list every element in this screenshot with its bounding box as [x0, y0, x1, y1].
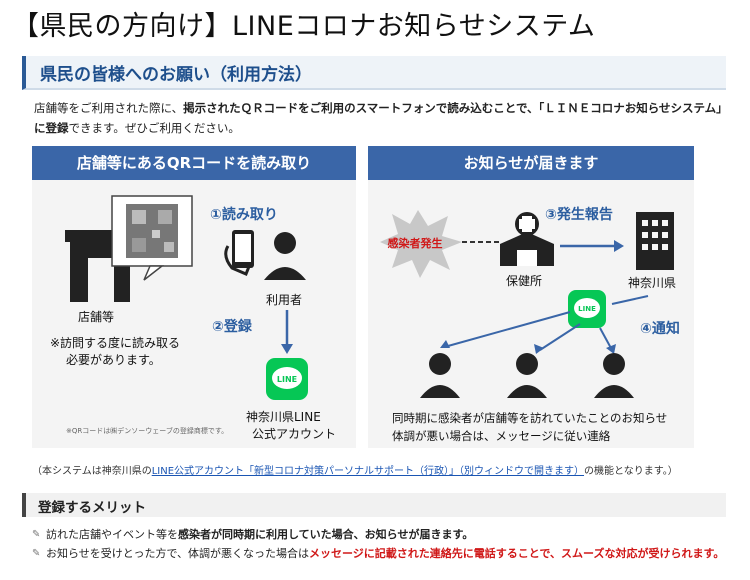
infection-burst-icon [380, 210, 462, 278]
merit-2-text-b: メッセージに記載された連絡先に電話することで、スムーズな対応が受けられます。 [309, 547, 725, 560]
intro-paragraph: 店舗等をご利用された際に、掲示されたＱＲコードをご利用のスマートフォンで読み込む… [34, 98, 724, 138]
footnote-prefix: （本システムは神奈川県の [32, 466, 152, 477]
notice-line-2: 体調が悪い場合は、メッセージに従い連絡 [392, 429, 611, 443]
merit-heading: 登録するメリット [22, 493, 726, 517]
left-panel-header: 店舗等にあるQRコードを読み取り [32, 146, 356, 180]
left-panel-background [32, 180, 356, 448]
section-heading-text: 県民の皆様へのお願い（利用方法） [40, 65, 312, 85]
merit-item-2: ✎ お知らせを受けとった方で、体調が悪くなった場合はメッセージに記載された連絡先… [32, 546, 726, 562]
intro-text-bold: 掲示されたＱＲコードをご利用のスマートフォンで読み込むことで、「ＬＩＮＥコロナお… [34, 101, 722, 135]
step-2-label: ②登録 [212, 319, 252, 335]
prefecture-building-icon [636, 212, 674, 270]
prefecture-label: 神奈川県 [628, 276, 677, 290]
step-4-label: ④通知 [640, 321, 680, 337]
notified-users-icons [420, 353, 634, 398]
store-label: 店舗等 [78, 310, 115, 324]
intro-text-1: 店舗等をご利用された際に、 [34, 101, 184, 115]
qr-trademark-note: ※QRコードは㈱デンソーウェーブの登録商標です。 [66, 427, 229, 435]
line-logo-icon [266, 358, 308, 400]
intro-text-3: できます。ぜひご利用ください。 [68, 121, 240, 135]
qr-code-icon [111, 195, 193, 281]
merit-1-text-a: 訪れた店舗やイベント等を [46, 528, 178, 541]
user-label: 利用者 [266, 293, 303, 307]
infection-label: 感染者発生 [388, 236, 443, 250]
line-logo-text-right: LINE [578, 305, 596, 313]
line-logo-icon-right [568, 290, 606, 328]
section-heading: 県民の皆様へのお願い（利用方法） [22, 56, 726, 90]
store-icon [65, 230, 135, 302]
right-panel-header: お知らせが届きます [368, 146, 694, 180]
merit-item-1: ✎ 訪れた店舗やイベント等を感染者が同時期に利用していた場合、お知らせが届きます… [32, 527, 726, 543]
system-footnote: （本システムは神奈川県のLINE公式アカウント「新型コロナ対策パーソナルサポート… [32, 462, 678, 477]
page-title: 【県民の方向け】LINEコロナお知らせシステム [12, 11, 596, 42]
store-note-line-1: ※訪問する度に読み取る [50, 336, 181, 350]
arrow-down-icon [281, 310, 293, 354]
smartphone-icon [224, 230, 254, 276]
notice-line-1: 同時期に感染者が店舗等を訪れていたことのお知らせ [392, 411, 668, 425]
line-account-line-1: 神奈川県LINE [246, 410, 321, 424]
user-icon [264, 232, 306, 280]
step-3-label: ③発生報告 [545, 207, 613, 223]
footnote-suffix: の機能となります。） [584, 466, 678, 477]
merit-2-text-a: お知らせを受けとった方で、体調が悪くなった場合は [46, 547, 310, 560]
step-1-label: ①読み取り [210, 207, 278, 223]
line-account-link[interactable]: LINE公式アカウント「新型コロナ対策パーソナルサポート（行政）」（別ウィンドウ… [151, 466, 585, 477]
notify-arrows [447, 295, 649, 351]
arrow-right-icon [614, 240, 624, 252]
merit-1-text-b: 感染者が同時期に利用していた場合、お知らせが届きます。 [178, 528, 474, 541]
bullet-pencil-icon: ✎ [32, 529, 41, 540]
merit-heading-text: 登録するメリット [38, 500, 146, 516]
health-center-icon [500, 212, 554, 266]
health-center-label: 保健所 [506, 274, 543, 288]
bullet-pencil-icon: ✎ [32, 548, 41, 559]
line-account-line-2: 公式アカウント [252, 427, 337, 441]
line-logo-text-left: LINE [277, 375, 297, 384]
store-note-line-2: 必要があります。 [66, 353, 161, 367]
